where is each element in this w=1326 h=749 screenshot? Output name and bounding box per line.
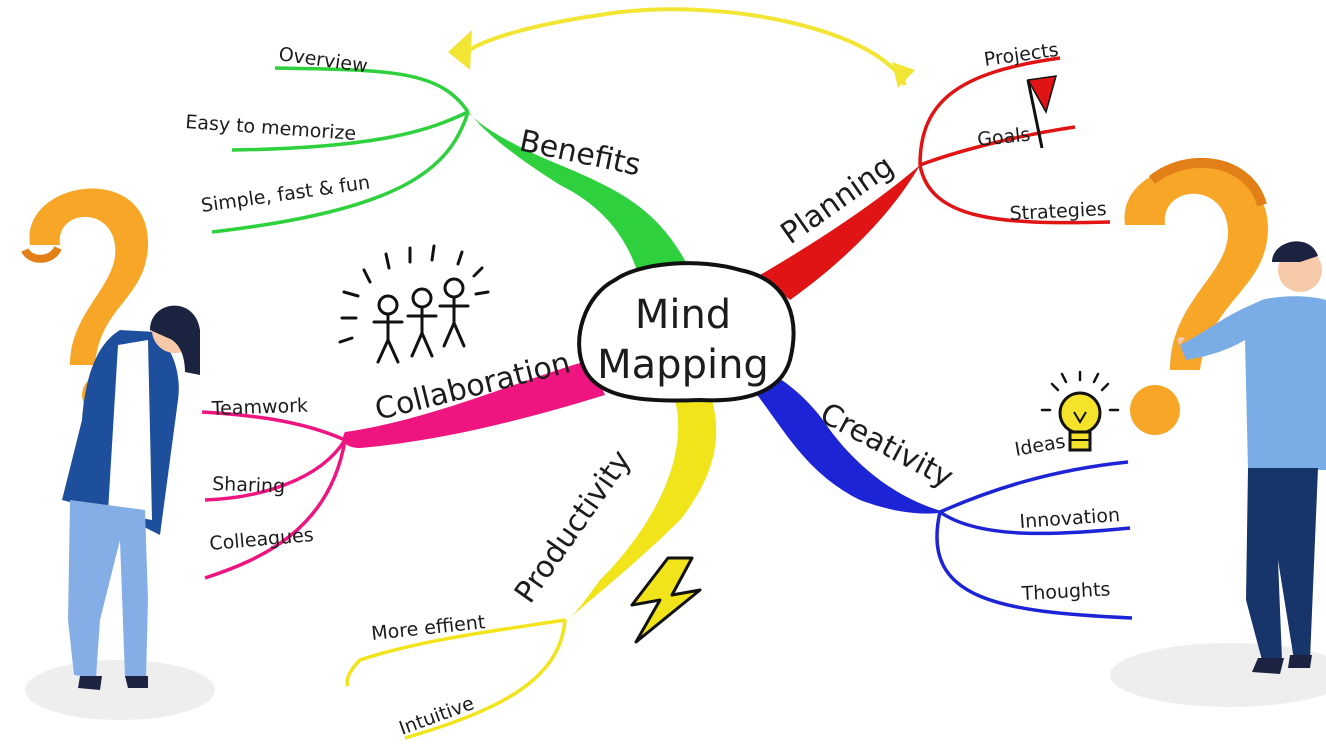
leaf-goals: Goals — [976, 124, 1031, 151]
branch-benefits — [211, 66, 690, 280]
flag-icon — [1026, 75, 1058, 149]
leaf-teamwork: Teamwork — [210, 395, 308, 420]
branch-productivity — [345, 400, 717, 740]
branch-collaboration — [201, 360, 605, 580]
leaf-simple-fast-fun: Simple, fast & fun — [200, 171, 372, 216]
woman-figure — [62, 305, 200, 690]
leaf-thoughts: Thoughts — [1020, 578, 1111, 605]
lightning-icon — [630, 556, 702, 644]
branch-creativity — [745, 372, 1133, 620]
leaf-sharing: Sharing — [212, 473, 286, 498]
leaf-overview: Overview — [277, 43, 369, 77]
center-title-line2: Mapping — [597, 342, 769, 388]
leaf-strategies: Strategies — [1009, 198, 1107, 225]
leaf-ideas: Ideas — [1013, 430, 1067, 461]
center-title-line1: Mind — [635, 292, 731, 338]
man-figure — [1177, 241, 1326, 674]
center-node: Mind Mapping — [577, 261, 796, 403]
branch-planning — [760, 56, 1111, 300]
leaf-intuitive: Intuitive — [396, 692, 477, 739]
leaf-more-effient: More effient — [370, 611, 486, 645]
leaf-colleagues: Colleagues — [209, 524, 315, 555]
lightbulb-icon — [1040, 370, 1120, 452]
cycle-arrow — [448, 7, 915, 88]
left-floor-shadow — [25, 660, 215, 720]
stick-people-icon — [338, 244, 490, 364]
leaf-easy-to-memorize: Easy to memorize — [185, 111, 357, 145]
branch-label-productivity: Productivity — [508, 444, 639, 610]
right-question-mark-icon — [1124, 157, 1269, 435]
